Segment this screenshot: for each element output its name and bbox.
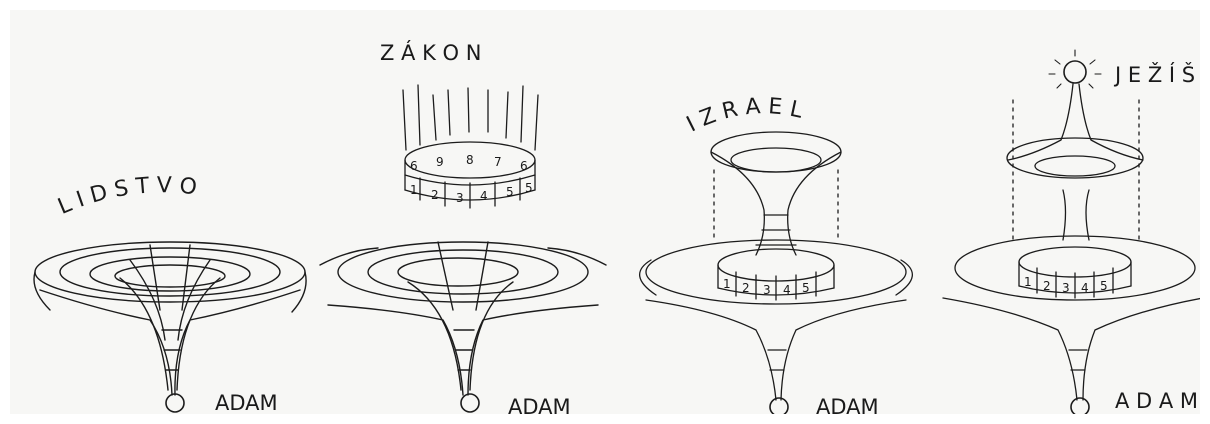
svg-text:1: 1	[410, 183, 418, 197]
svg-text:5: 5	[1100, 279, 1108, 293]
svg-text:3: 3	[763, 283, 771, 297]
funnel-drawing-4: J E Ž Í Š 1 2 3	[903, 10, 1200, 414]
svg-text:4: 4	[783, 283, 791, 297]
svg-text:4: 4	[480, 189, 488, 203]
adam-node-2	[461, 394, 479, 412]
label-zakon: Z Á K O N	[380, 40, 481, 65]
panel-zakon: Z Á K O N 6 9 8 7 6 1 2 3 4 5	[308, 10, 605, 414]
funnel-3-upper	[711, 132, 841, 255]
svg-text:2: 2	[742, 281, 750, 295]
svg-text:2: 2	[1043, 279, 1051, 293]
svg-text:5: 5	[525, 181, 533, 195]
svg-text:6: 6	[520, 159, 528, 173]
label-adam-1: ADAM	[215, 391, 278, 414]
label-adam-2: ADAM	[508, 395, 571, 414]
svg-text:4: 4	[1081, 281, 1089, 295]
label-lidstvo: L I D S T V O	[54, 173, 198, 220]
funnel-drawing-1: L I D S T V O ADAM	[10, 10, 307, 414]
diagram-sheet: L I D S T V O ADAM Z Á K O N	[10, 10, 1200, 414]
funnel-4-lower	[943, 236, 1200, 400]
svg-text:5: 5	[506, 185, 514, 199]
adam-node-4	[1071, 398, 1089, 414]
svg-text:6: 6	[410, 159, 418, 173]
svg-text:5: 5	[802, 281, 810, 295]
ring-numbers-top: 6 9 8 7 6	[410, 153, 528, 173]
svg-text:3: 3	[456, 191, 464, 205]
svg-text:2: 2	[431, 188, 439, 202]
svg-text:3: 3	[1062, 281, 1070, 295]
label-adam-3: ADAM	[816, 395, 879, 414]
svg-text:1: 1	[1024, 275, 1032, 289]
label-izrael: I Z R A E L	[683, 94, 806, 137]
label-adam-4: A D A M	[1115, 389, 1198, 413]
svg-text:9: 9	[436, 155, 444, 169]
funnel-3-lower	[640, 240, 913, 400]
funnel-drawing-3: I Z R A E L 1	[606, 10, 903, 414]
label-jezis: J E Ž Í Š	[1113, 62, 1195, 87]
adam-node-3	[770, 398, 788, 414]
jezis-node	[1064, 61, 1086, 83]
svg-text:7: 7	[494, 155, 502, 169]
svg-text:1: 1	[723, 277, 731, 291]
funnel-4-upper	[1007, 84, 1143, 240]
funnel-drawing-2: Z Á K O N 6 9 8 7 6 1 2 3 4 5	[308, 10, 605, 414]
panel-jezis: J E Ž Í Š 1 2 3	[903, 10, 1200, 414]
law-ring	[403, 85, 538, 208]
svg-text:8: 8	[466, 153, 474, 167]
panel-lidstvo: L I D S T V O ADAM	[10, 10, 307, 414]
panel-izrael: I Z R A E L 1	[606, 10, 903, 414]
adam-node-1	[166, 394, 184, 412]
funnel-2	[320, 242, 606, 395]
funnel-1	[34, 242, 306, 395]
